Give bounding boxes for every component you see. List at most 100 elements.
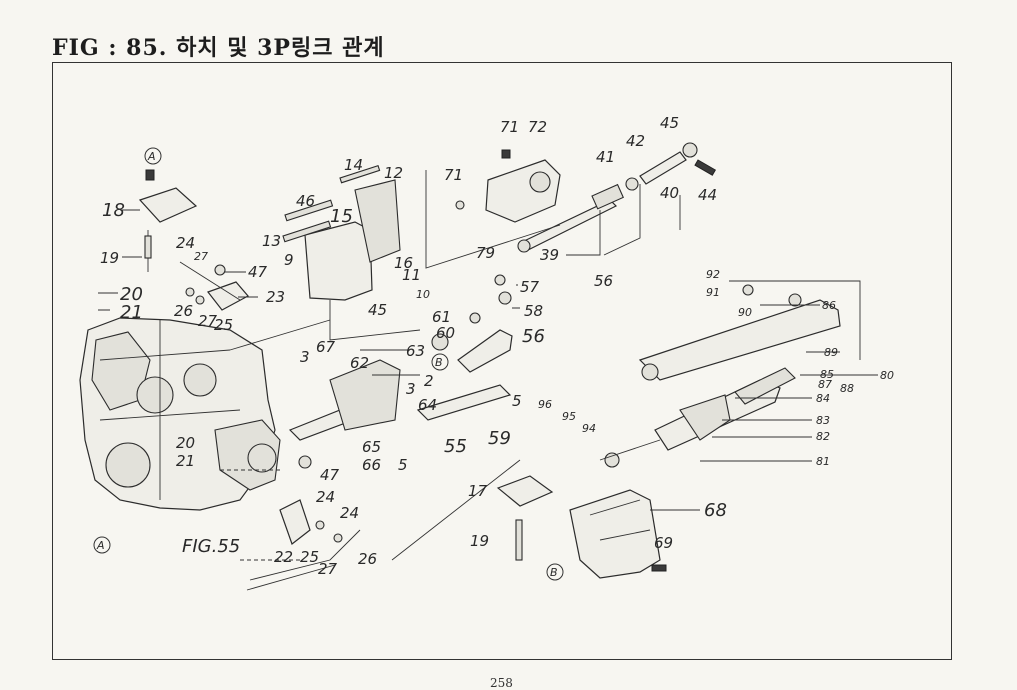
guard-68 — [569, 489, 667, 579]
engine-block — [79, 317, 281, 511]
part-label-58: 58 — [524, 302, 543, 320]
part-label-26a: 26 — [174, 302, 193, 320]
part-label-24c: 24 — [340, 504, 359, 522]
part-label-25b: 25 — [300, 548, 319, 566]
marker-b-bottom-label: B — [550, 566, 558, 579]
part-label-71a: 71 — [500, 118, 519, 136]
part-label-2: 2 — [424, 372, 434, 390]
part-label-45a: 45 — [660, 114, 679, 132]
part-label-96: 96 — [538, 398, 552, 411]
part-label-82: 82 — [816, 430, 830, 443]
part-label-20a: 20 — [120, 284, 143, 305]
part-label-44: 44 — [698, 186, 717, 204]
part-label-40: 40 — [660, 184, 679, 202]
figure-title: FIG : 85. 하치 및 3P링크 관계 — [52, 35, 385, 61]
part-label-65: 65 — [362, 438, 381, 456]
part-label-20b: 20 — [176, 434, 195, 452]
part-label-81: 81 — [816, 455, 830, 468]
part-label-59: 59 — [488, 428, 511, 449]
part-label-92: 92 — [706, 268, 720, 281]
part-label-71b: 71 — [444, 166, 463, 184]
part-label-60: 60 — [436, 324, 455, 342]
drawbar-plates — [288, 274, 513, 441]
part-label-14: 14 — [344, 156, 363, 174]
part-label-19a: 19 — [100, 249, 119, 267]
part-label-39: 39 — [540, 246, 559, 264]
part-label-26b: 26 — [358, 550, 377, 568]
part-label-88: 88 — [840, 382, 854, 395]
part-label-87: 87 — [818, 378, 832, 391]
part-label-5b: 5 — [398, 456, 408, 474]
marker-b-bottom: B — [546, 563, 564, 581]
part-label-10: 10 — [416, 288, 430, 301]
part-label-18: 18 — [102, 200, 125, 221]
part-label-67: 67 — [316, 338, 336, 356]
cover-plate-18 — [138, 169, 198, 272]
lift-arm-assembly — [179, 261, 249, 311]
part-label-17: 17 — [468, 482, 488, 500]
part-label-21b: 21 — [176, 452, 195, 470]
leader-lines — [98, 170, 878, 591]
part-label-91: 91 — [706, 286, 720, 299]
part-label-3a: 3 — [300, 348, 310, 366]
part-label-55a: 55 — [444, 436, 467, 457]
part-label-24a: 24 — [176, 234, 195, 252]
part-label-45b: 45 — [368, 301, 387, 319]
marker-b-mid: B — [431, 353, 449, 371]
marker-a-top-label: A — [147, 150, 156, 163]
part-label-72: 72 — [528, 118, 547, 136]
diagram-frame — [52, 62, 952, 660]
part-label-85: 85 — [820, 368, 834, 381]
marker-b-mid-label: B — [435, 356, 443, 369]
part-label-25a: 25 — [214, 316, 233, 334]
part-label-9: 9 — [284, 251, 294, 269]
part-label-66: 66 — [362, 456, 381, 474]
part-label-68: 68 — [704, 500, 727, 521]
part-label-22: 22 — [274, 548, 293, 566]
plate-17 — [496, 475, 554, 561]
part-label-94: 94 — [582, 422, 596, 435]
top-link-bracket-71-72 — [455, 149, 561, 223]
bracket-9 — [282, 164, 421, 341]
part-label-27b: 27 — [198, 312, 218, 330]
part-label-16: 16 — [394, 254, 413, 272]
part-label-69: 69 — [654, 534, 673, 552]
part-labels: 14 12 71 72 71 41 42 45 44 40 18 19 24 2… — [100, 114, 894, 578]
part-label-5a: 5 — [512, 392, 522, 410]
part-label-63: 63 — [406, 342, 425, 360]
part-label-13: 13 — [262, 232, 281, 250]
part-label-15: 15 — [330, 206, 353, 227]
part-label-86: 86 — [822, 299, 836, 312]
part-label-46: 46 — [296, 192, 315, 210]
marker-a-bottom-label: A — [96, 539, 105, 552]
lower-link-arm — [599, 284, 841, 468]
top-link-rod — [517, 142, 717, 253]
part-label-11: 11 — [402, 266, 421, 284]
marker-a-top: A — [144, 147, 162, 165]
part-label-80: 80 — [880, 369, 894, 382]
part-label-83: 83 — [816, 414, 830, 427]
part-label-12: 12 — [384, 164, 403, 182]
part-label-3b: 3 — [406, 380, 416, 398]
part-label-fig55: FIG.55 — [182, 536, 240, 557]
lower-lift-parts — [249, 455, 361, 581]
part-label-84: 84 — [816, 392, 830, 405]
part-label-56b: 56 — [522, 326, 545, 347]
page-number: 258 — [490, 676, 513, 690]
part-label-24b: 24 — [316, 488, 335, 506]
part-label-62: 62 — [350, 354, 369, 372]
part-label-61: 61 — [432, 308, 451, 326]
part-label-42: 42 — [626, 132, 645, 150]
part-label-64: 64 — [418, 396, 437, 414]
part-label-21a: 21 — [120, 302, 143, 323]
part-label-79: 79 — [476, 244, 495, 262]
part-label-23: 23 — [266, 288, 285, 306]
part-label-57: 57 — [520, 278, 540, 296]
part-label-90: 90 — [738, 306, 752, 319]
part-label-41: 41 — [596, 148, 615, 166]
part-label-19b: 19 — [470, 532, 489, 550]
part-label-27a: 27 — [194, 250, 208, 263]
part-label-89: 89 — [824, 346, 838, 359]
part-label-27c: 27 — [318, 560, 338, 578]
